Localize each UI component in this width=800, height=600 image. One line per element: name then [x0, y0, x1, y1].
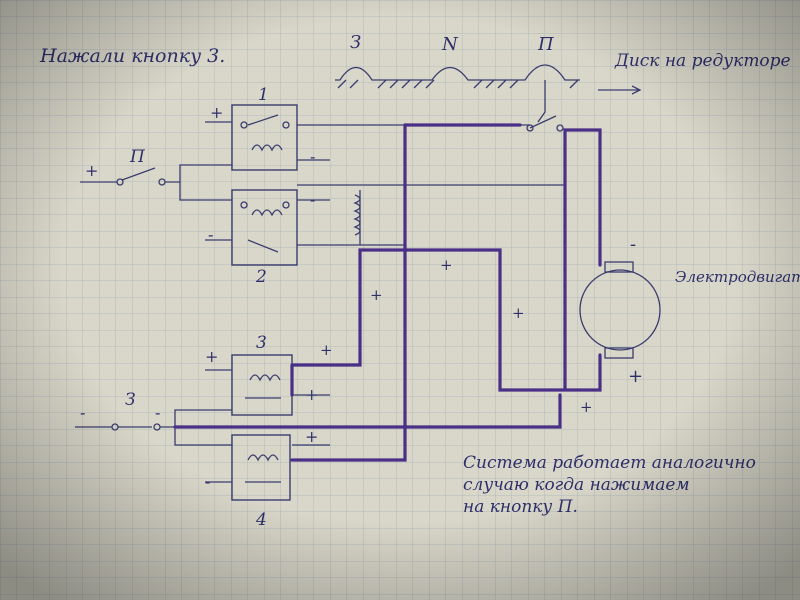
button-z-label: З	[125, 390, 136, 410]
disk-label-z: З	[350, 32, 361, 53]
button-p-sign: +	[85, 161, 98, 180]
relay-1-minus: -	[310, 147, 315, 166]
button-z-sign-right: -	[155, 403, 160, 422]
relay-1-plus: +	[210, 103, 223, 122]
motor-label: Электродвигатель	[675, 268, 800, 286]
current-mark: +	[320, 341, 333, 359]
disk-label-p: П	[537, 34, 554, 55]
relay-2-label: 2	[255, 267, 267, 287]
note-line-3: на кнопку П.	[463, 497, 578, 517]
current-mark: +	[580, 398, 593, 416]
button-z-sign-left: -	[80, 403, 85, 422]
note-line-1: Система работает аналогично	[463, 453, 756, 473]
motor-plus: +	[628, 366, 643, 387]
current-mark: +	[512, 304, 525, 322]
motor-minus: -	[630, 234, 636, 255]
note-line-2: случаю когда нажимаем	[463, 475, 690, 495]
relay-4-sign-right: +	[305, 427, 318, 446]
relay-2-sign-left: -	[208, 225, 213, 244]
title-note: Нажали кнопку 3.	[39, 45, 225, 67]
relay-3-plus: +	[205, 347, 218, 366]
disk-label-n: N	[441, 34, 459, 55]
relay-3-label: 3	[256, 333, 267, 353]
button-p-label: П	[129, 147, 146, 167]
current-mark: +	[440, 256, 453, 274]
disk-caption: Диск на редукторе	[614, 51, 791, 71]
relay-1-label: 1	[258, 85, 269, 105]
relay-4-label: 4	[255, 510, 267, 530]
current-mark: +	[370, 286, 383, 304]
